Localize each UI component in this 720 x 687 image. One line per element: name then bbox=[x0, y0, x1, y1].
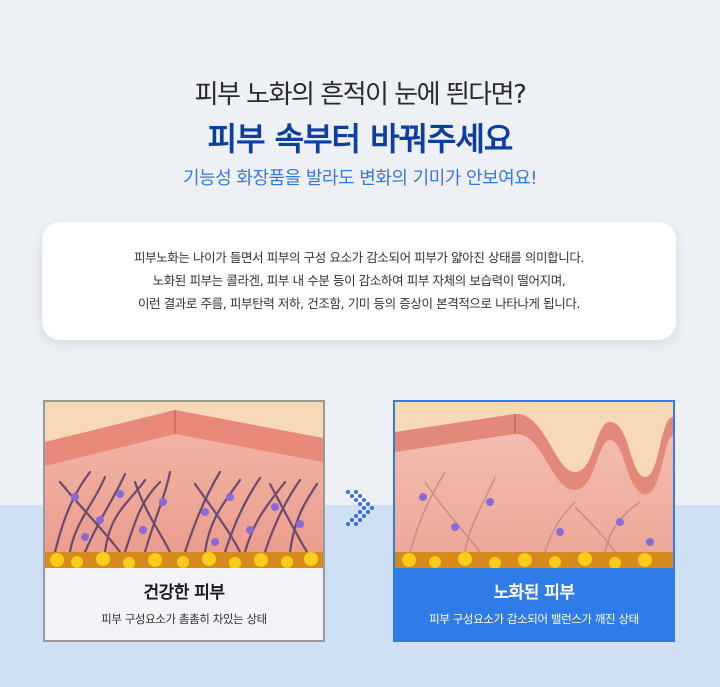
headline-main: 피부 속부터 바꿔주세요 bbox=[207, 120, 514, 158]
double-chevron-right-icon bbox=[346, 490, 374, 526]
aged-title: 노화된 피부 bbox=[493, 583, 575, 603]
aged-caption: 노화된 피부 피부 구성요소가 감소되어 밸런스가 깨진 상태 bbox=[395, 568, 673, 640]
healthy-skin-illustration bbox=[45, 402, 323, 570]
aged-skin-card: 노화된 피부 피부 구성요소가 감소되어 밸런스가 깨진 상태 bbox=[393, 400, 675, 642]
healthy-caption: 건강한 피부 피부 구성요소가 촘촘히 차있는 상태 bbox=[45, 568, 323, 640]
info-line: 노화된 피부는 콜라겐, 피부 내 수분 등이 감소하여 피부 자체의 보습력이… bbox=[152, 273, 566, 288]
healthy-skin-card: 건강한 피부 피부 구성요소가 촘촘히 차있는 상태 bbox=[43, 400, 325, 642]
aged-skin-illustration bbox=[395, 402, 673, 570]
info-box: 피부노화는 나이가 들면서 피부의 구성 요소가 감소되어 피부가 얇아진 상태… bbox=[42, 222, 676, 340]
healthy-subtitle: 피부 구성요소가 촘촘히 차있는 상태 bbox=[101, 612, 267, 626]
healthy-title: 건강한 피부 bbox=[143, 583, 225, 603]
headline-sub: 기능성 화장품을 발라도 변화의 기미가 안보여요! bbox=[182, 168, 538, 189]
info-line: 이런 결과로 주름, 피부탄력 저하, 건조함, 기미 등의 증상이 본격적으로… bbox=[137, 296, 581, 311]
info-line: 피부노화는 나이가 들면서 피부의 구성 요소가 감소되어 피부가 얇아진 상태… bbox=[133, 250, 584, 265]
headline-question: 피부 노화의 흔적이 눈에 띈다면? bbox=[194, 80, 527, 110]
aged-subtitle: 피부 구성요소가 감소되어 밸런스가 깨진 상태 bbox=[429, 612, 639, 626]
